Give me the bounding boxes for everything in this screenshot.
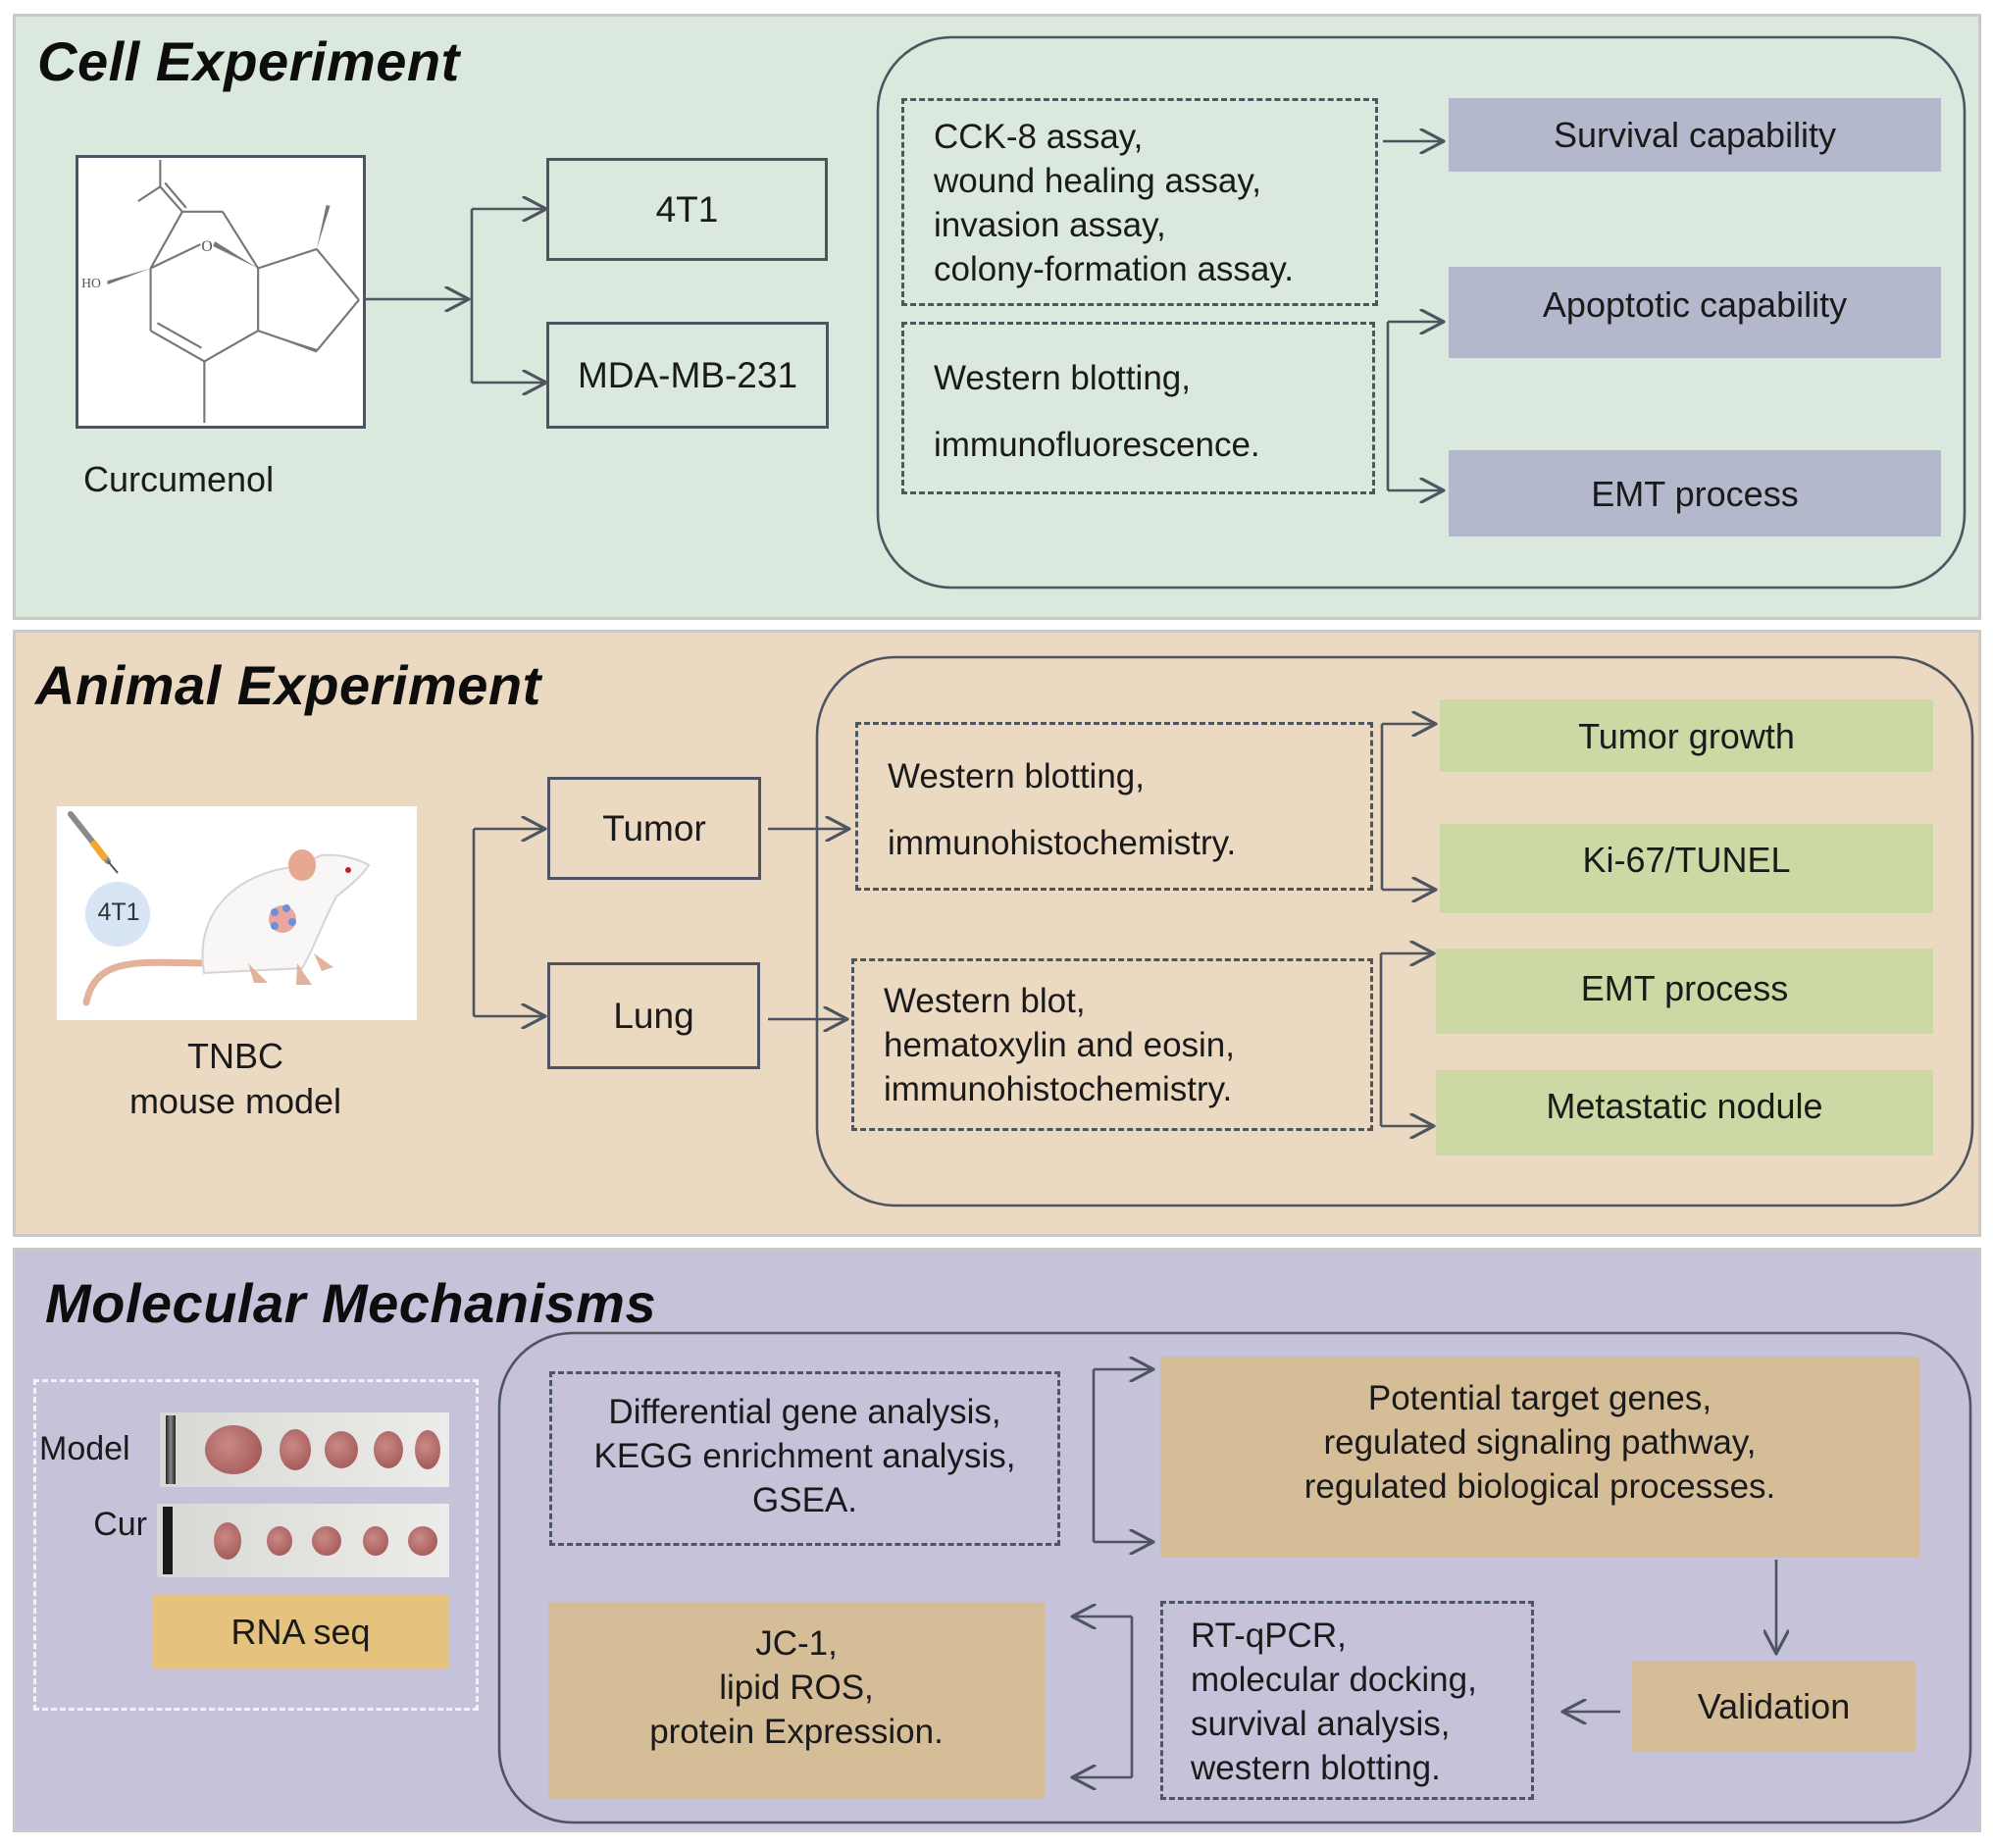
mouse-model-illustration: 4T1 (57, 806, 417, 1020)
tissue-label: Lung (613, 995, 694, 1036)
cell-line-label: MDA-MB-231 (577, 354, 798, 395)
tissue-tumor: Tumor (547, 777, 761, 880)
rna-seq-label: RNA seq (230, 1612, 371, 1652)
method-line: Western blotting, (888, 757, 1145, 796)
outcome-label: Ki-67/TUNEL (1582, 840, 1791, 880)
tumor-sample (374, 1431, 403, 1468)
animal-results-frame (815, 655, 1974, 1207)
cell-methods-box-1: CCK-8 assay, wound healing assay, invasi… (901, 98, 1378, 306)
outcome-tumor-growth: Tumor growth (1440, 699, 1933, 772)
tumor-sample (325, 1431, 358, 1468)
method-line: Western blot, (884, 982, 1086, 1020)
outcome-emt-process: EMT process (1436, 949, 1933, 1034)
cell-results-frame (876, 35, 1967, 590)
method-line: immunofluorescence. (934, 426, 1260, 464)
rna-seq-sample-box (33, 1379, 479, 1711)
chemical-structure-icon: O HO (81, 159, 360, 424)
assay-line: JC-1, (755, 1624, 838, 1663)
animal-methods-box-2: Western blot, hematoxylin and eosin, imm… (851, 958, 1373, 1131)
animal-methods-box-1: Western blotting, immunohistochemistry. (855, 722, 1373, 891)
analysis-methods-box: Differential gene analysis, KEGG enrichm… (549, 1371, 1060, 1546)
analysis-line: KEGG enrichment analysis, (593, 1437, 1016, 1475)
cell-badge-label: 4T1 (97, 898, 140, 926)
assay-line: protein Expression. (649, 1713, 944, 1751)
rna-seq-box: RNA seq (152, 1594, 449, 1669)
curcumenol-structure: O HO (76, 155, 366, 429)
compound-label: Curcumenol (83, 459, 275, 499)
outcome-metastatic-nodule: Metastatic nodule (1436, 1070, 1933, 1155)
tumor-sample (214, 1521, 241, 1560)
target-line: regulated signaling pathway, (1323, 1423, 1757, 1462)
cell-line-label: 4T1 (655, 188, 719, 230)
assay-line: lipid ROS, (719, 1668, 874, 1707)
outcome-label: Survival capability (1553, 115, 1837, 155)
assays-box: JC-1, lipid ROS, protein Expression. (548, 1602, 1045, 1799)
method-line: Western blotting, (934, 359, 1191, 397)
validation-method-line: western blotting. (1191, 1749, 1441, 1787)
scale-bar (163, 1507, 173, 1574)
method-line: CCK-8 assay, (934, 118, 1144, 156)
hydroxyl-label: HO (81, 276, 101, 290)
cell-methods-box-2: Western blotting, immunofluorescence. (901, 322, 1375, 494)
tumor-sample (267, 1525, 292, 1556)
tumor-sample (312, 1525, 341, 1556)
tumor-sample (280, 1429, 311, 1470)
potential-targets-box: Potential target genes, regulated signal… (1160, 1357, 1919, 1558)
method-line: hematoxylin and eosin, (884, 1026, 1235, 1064)
method-line: colony-formation assay. (934, 250, 1295, 288)
outcome-label: Tumor growth (1578, 715, 1795, 756)
molecular-mechanisms-title: Molecular Mechanisms (45, 1272, 657, 1334)
tissue-label: Tumor (602, 807, 706, 848)
model-label-line1: TNBC (187, 1036, 283, 1076)
target-line: Potential target genes, (1367, 1379, 1712, 1417)
cell-line-mda-mb-231: MDA-MB-231 (546, 322, 829, 429)
cell-badge-circle (85, 882, 150, 947)
outcome-emt-process: EMT process (1449, 450, 1941, 537)
group-label-cur: Cur (93, 1506, 147, 1543)
method-line: immunohistochemistry. (888, 824, 1237, 862)
method-line: immunohistochemistry. (884, 1070, 1233, 1108)
tumor-sample (363, 1525, 388, 1556)
tumor-sample (205, 1425, 262, 1474)
target-line: regulated biological processes. (1303, 1467, 1776, 1506)
method-line: wound healing assay, (934, 162, 1262, 200)
outcome-apoptotic-capability: Apoptotic capability (1449, 267, 1941, 358)
outcome-label: EMT process (1580, 968, 1789, 1008)
validation-box: Validation (1632, 1661, 1916, 1752)
validation-method-line: molecular docking, (1191, 1661, 1477, 1699)
oxygen-atom-label: O (201, 238, 212, 255)
analysis-line: GSEA. (752, 1481, 857, 1519)
outcome-survival-capability: Survival capability (1449, 98, 1941, 172)
tissue-lung: Lung (547, 962, 760, 1069)
scale-bar (166, 1415, 176, 1484)
outcome-label: Metastatic nodule (1546, 1086, 1823, 1126)
outcome-label: Apoptotic capability (1542, 284, 1848, 325)
mouse-icon (68, 811, 371, 1006)
cell-experiment-title: Cell Experiment (37, 30, 460, 92)
group-label-model: Model (39, 1430, 130, 1467)
validation-label: Validation (1697, 1686, 1851, 1726)
outcome-ki67-tunel: Ki-67/TUNEL (1440, 824, 1933, 913)
molecular-results-frame (497, 1331, 1972, 1824)
cur-tumor-photo (157, 1504, 449, 1577)
method-line: invasion assay, (934, 206, 1166, 244)
model-tumor-photo (160, 1412, 449, 1487)
validation-method-line: RT-qPCR, (1191, 1617, 1347, 1655)
tumor-sample (408, 1525, 437, 1556)
tumor-sample (415, 1430, 440, 1469)
outcome-label: EMT process (1591, 473, 1799, 514)
analysis-line: Differential gene analysis, (608, 1393, 1001, 1431)
syringe-icon (68, 811, 119, 874)
validation-methods-box: RT-qPCR, molecular docking, survival ana… (1160, 1601, 1534, 1800)
animal-experiment-title: Animal Experiment (35, 654, 541, 716)
cell-line-4t1: 4T1 (546, 158, 828, 261)
model-label-line2: mouse model (128, 1081, 342, 1121)
validation-method-line: survival analysis, (1191, 1705, 1451, 1743)
